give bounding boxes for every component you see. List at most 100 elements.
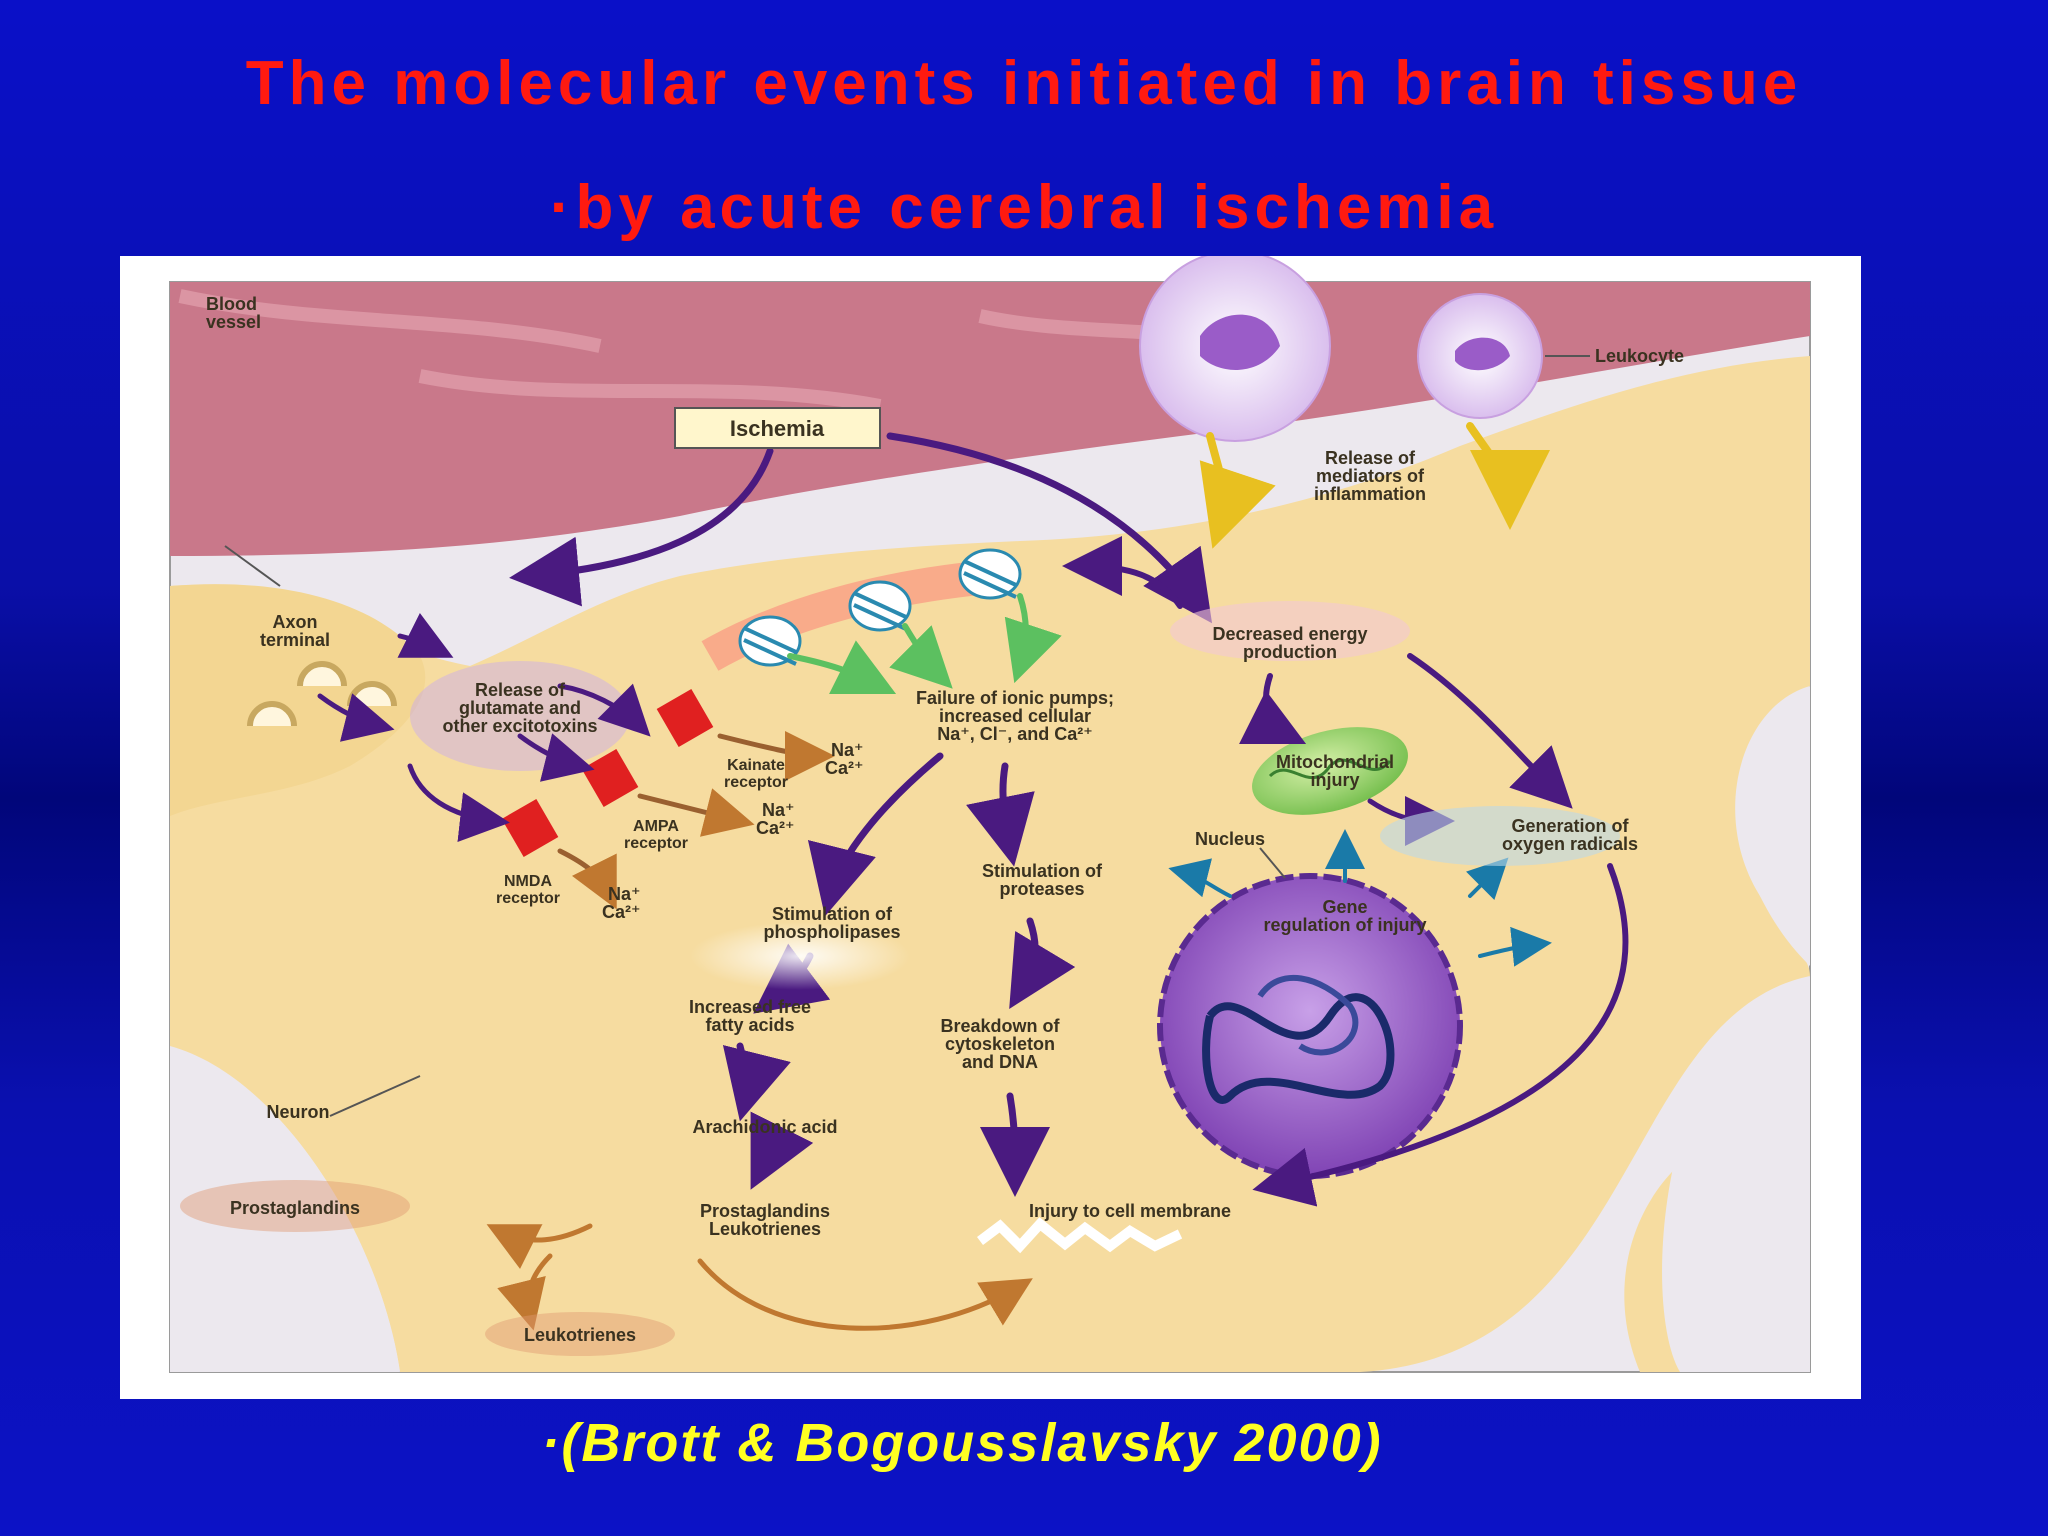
arrows — [317, 422, 1629, 1331]
label-generation-radicals-2: oxygen radicals — [1502, 834, 1638, 854]
citation: ·(Brott & Bogousslavsky 2000) — [541, 1413, 1383, 1473]
arrow-nmda-ion — [557, 848, 617, 910]
nucleus-shape — [1157, 873, 1463, 1179]
arrow-to-leukotrienes — [497, 1253, 553, 1331]
label-ca-kainate: Ca²⁺ — [825, 758, 864, 778]
label-prostaglandins-leuko-2: Leukotrienes — [709, 1219, 821, 1239]
label-free-fatty-1: Increased free — [689, 997, 811, 1017]
membrane-rupture — [977, 1217, 1183, 1254]
blood-vessel — [170, 282, 1810, 556]
label-release-mediators-3: inflammation — [1314, 484, 1426, 504]
arrow-proteases-breakdown — [1009, 917, 1076, 1010]
label-generation-radicals-1: Generation of — [1511, 816, 1629, 836]
label-nucleus: Nucleus — [1195, 829, 1265, 849]
arrow-leukocyte-release-2 — [1466, 422, 1550, 530]
arrow-breakdown-injury — [979, 1092, 1050, 1197]
arrow-energy-mito — [1239, 673, 1307, 745]
nmda-receptor-shape — [501, 798, 559, 858]
arrow-pump1-failure — [787, 640, 897, 695]
arrow-leukocyte-release-1 — [1199, 432, 1276, 549]
ion-pump-3 — [958, 548, 1022, 600]
arrow-to-prostaglandins — [486, 1223, 593, 1270]
neuron-pointer — [329, 1075, 421, 1117]
label-leukotrienes: Leukotrienes — [524, 1325, 636, 1345]
neuron-gap-right — [1662, 976, 1810, 1372]
label-stim-phospholipases-2: phospholipases — [763, 922, 900, 942]
label-stim-phospholipases-1: Stimulation of — [772, 904, 893, 924]
label-kainate-2: receptor — [724, 774, 788, 791]
arrow-glutamate-kainate — [557, 683, 651, 737]
label-stim-proteases-2: proteases — [999, 879, 1084, 899]
ion-pump-2 — [848, 580, 912, 632]
label-ampa-2: receptor — [624, 835, 688, 852]
arrow-gene-1 — [1168, 858, 1232, 898]
arrow-gene-3 — [1466, 857, 1509, 900]
label-ca-nmda: Ca²⁺ — [602, 902, 641, 922]
diagram-frame: Blood vessel Ischemia Leukocyte Release … — [120, 256, 1861, 1399]
ampa-receptor-shape — [581, 748, 639, 808]
labels: Blood vessel Ischemia Leukocyte Release … — [206, 294, 1684, 1345]
label-na-nmda: Na⁺ — [608, 884, 641, 904]
label-ischemia: Ischemia — [730, 416, 825, 441]
arrow-radicals-membrane — [1252, 863, 1629, 1207]
arrow-failure-proteases — [966, 762, 1035, 867]
label-na-kainate: Na⁺ — [831, 740, 864, 760]
glow-leukotrienes — [485, 1312, 675, 1356]
label-nmda-2: receptor — [496, 890, 560, 907]
nucleus-pointer — [1259, 847, 1286, 879]
leukocyte-small — [1417, 293, 1543, 419]
label-axon-terminal-2: terminal — [260, 630, 330, 650]
label-breakdown-2: cytoskeleton — [945, 1034, 1055, 1054]
label-leukocyte: Leukocyte — [1595, 346, 1684, 366]
label-kainate-1: Kainate — [727, 757, 785, 774]
label-release-glutamate-2: glutamate and — [459, 698, 581, 718]
arrow-ischemia-to-energy — [886, 432, 1213, 624]
label-release-glutamate-3: other excitotoxins — [442, 716, 597, 736]
arrow-ampa-ion — [637, 788, 755, 837]
label-failure-pumps-1: Failure of ionic pumps; — [916, 688, 1114, 708]
arrow-fatty-arachidonic — [722, 1042, 791, 1122]
glow-phospholipases — [690, 922, 910, 990]
arrow-pump2-failure — [889, 623, 953, 689]
arrow-glutamate-ampa — [517, 733, 595, 782]
arrow-axon-2 — [317, 693, 395, 742]
ischemia-diagram: Blood vessel Ischemia Leukocyte Release … — [169, 256, 1811, 1373]
glow-prostaglandins — [180, 1180, 410, 1232]
ion-pump-1 — [738, 615, 802, 667]
label-release-mediators-1: Release of — [1325, 448, 1416, 468]
label-axon-terminal-1: Axon — [273, 612, 318, 632]
label-failure-pumps-2: increased cellular — [939, 706, 1091, 726]
slide-title-line-2: ·by acute cerebral ischemia — [549, 173, 1499, 242]
mitochondrion — [1252, 727, 1408, 815]
label-breakdown-1: Breakdown of — [940, 1016, 1060, 1036]
arrow-ischemia-to-axon — [509, 447, 774, 607]
kainate-receptor-shape — [656, 688, 714, 748]
label-mito-injury-1: Mitochondrial — [1276, 752, 1394, 772]
label-release-mediators-2: mediators of — [1316, 466, 1425, 486]
label-na-ampa: Na⁺ — [762, 800, 795, 820]
arrow-failure-phospholipases — [807, 752, 944, 917]
arrow-energy-radicals — [1407, 653, 1573, 809]
axon-terminal — [170, 584, 426, 816]
label-neuron: Neuron — [267, 1102, 330, 1122]
label-blood-vessel-2: vessel — [206, 312, 261, 332]
arrow-glutamate-nmda — [407, 763, 510, 842]
ischemia-box — [674, 407, 881, 449]
label-breakdown-3: and DNA — [962, 1052, 1038, 1072]
label-gene-regulation-2: regulation of injury — [1263, 915, 1426, 935]
label-release-glutamate-1: Release of — [475, 680, 566, 700]
label-arachidonic: Arachidonic acid — [692, 1117, 837, 1137]
arrow-leukotrienes-membrane — [697, 1258, 1033, 1331]
label-nmda-1: NMDA — [504, 873, 552, 890]
arrow-pump3-failure — [1004, 593, 1062, 684]
label-blood-vessel-1: Blood — [206, 294, 257, 314]
label-free-fatty-2: fatty acids — [705, 1015, 794, 1035]
arrow-gene-4 — [1478, 926, 1552, 967]
glow-energy — [1170, 601, 1410, 661]
label-ampa-1: AMPA — [633, 818, 679, 835]
arrow-arachidonic-prostaglandins — [750, 1111, 814, 1190]
label-ca-ampa: Ca²⁺ — [756, 818, 795, 838]
label-decreased-energy-2: production — [1243, 642, 1337, 662]
label-prostaglandins: Prostaglandins — [230, 1198, 360, 1218]
arrow-axon-1 — [397, 612, 454, 658]
